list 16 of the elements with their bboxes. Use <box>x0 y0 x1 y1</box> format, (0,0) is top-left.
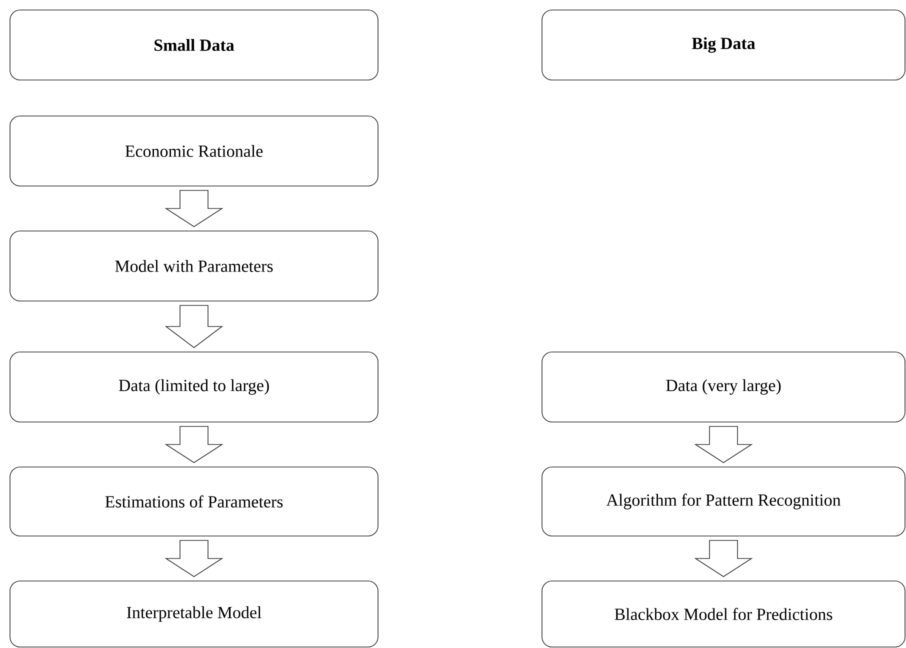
block-arrow <box>164 305 224 348</box>
block-arrow <box>164 540 224 578</box>
process-box: Data (limited to large) <box>10 352 378 422</box>
heading-box: Small Data <box>10 10 378 80</box>
process-box: Blackbox Model for Predictions <box>542 580 906 648</box>
process-box: Estimations of Parameters <box>10 466 378 536</box>
process-box: Data (very large) <box>542 352 906 422</box>
block-arrow <box>164 426 224 464</box>
process-box: Model with Parameters <box>10 230 378 302</box>
block-arrow <box>694 540 753 578</box>
block-arrow <box>694 426 753 464</box>
heading-box: Big Data <box>542 10 906 80</box>
block-arrow <box>164 190 224 228</box>
process-box: Economic Rationale <box>10 116 378 186</box>
process-box: Algorithm for Pattern Recognition <box>542 466 906 536</box>
process-box: Interpretable Model <box>10 580 378 648</box>
